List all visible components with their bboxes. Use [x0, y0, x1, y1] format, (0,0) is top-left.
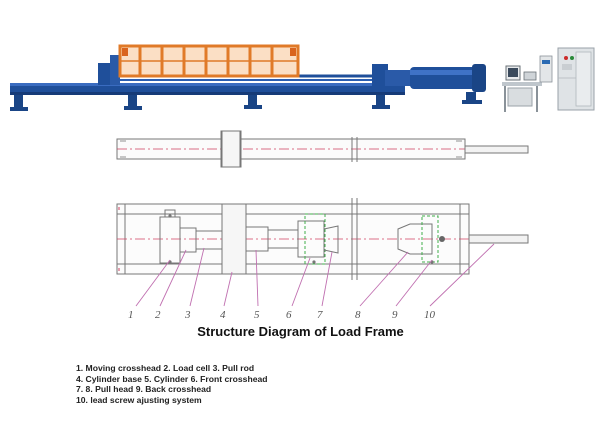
- legend-line: 1. Moving crosshead 2. Load cell 3. Pull…: [76, 363, 255, 373]
- legend-line: 4. Cylinder base 5. Cylinder 6. Front cr…: [76, 373, 268, 384]
- callout-6: 6: [286, 309, 292, 321]
- structure-drawing: [116, 198, 529, 280]
- callout-7: 7: [317, 309, 323, 321]
- structure-piston-rod: [468, 234, 529, 244]
- top-view-piston-rod: [464, 145, 529, 154]
- pull-head: [397, 223, 433, 255]
- orange-safety-cage: [118, 44, 300, 78]
- callout-2: 2: [155, 309, 161, 321]
- top-view-drawing: [116, 130, 529, 168]
- diagram-title: Structure Diagram of Load Frame: [197, 324, 404, 339]
- parts-legend: 1. Moving crosshead 2. Load cell 3. Pull…: [76, 363, 268, 405]
- callout-3: 3: [184, 309, 191, 321]
- callout-leaders: [135, 243, 495, 307]
- cylinder-base: [221, 203, 247, 275]
- machine-front-crosshead: [372, 64, 388, 90]
- legend-line: 10. lead screw ajusting system: [76, 394, 202, 405]
- legend-line: 7. 8. Pull head 9. Back crosshead: [76, 384, 212, 395]
- callout-8: 8: [355, 309, 361, 321]
- top-view-crosshead: [220, 130, 242, 168]
- machine-legs: [10, 95, 390, 111]
- callout-4: 4: [220, 309, 226, 321]
- callout-10: 10: [424, 309, 436, 321]
- callout-numbers: 1 2 3 4 5 6 7 8 9 10: [128, 309, 436, 321]
- callout-9: 9: [392, 309, 398, 321]
- control-desk: [502, 55, 553, 112]
- machine-photo: [10, 44, 595, 112]
- control-cabinet: [557, 47, 595, 111]
- callout-5: 5: [254, 309, 260, 321]
- callout-1: 1: [128, 309, 134, 321]
